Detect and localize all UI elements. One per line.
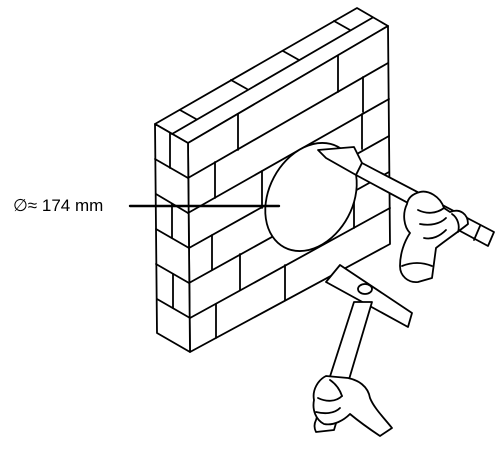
diameter-dimension-label: ∅≈ 174 mm: [13, 196, 104, 215]
hand-icon: [312, 375, 393, 437]
hand-icon: [399, 190, 469, 283]
circular-hole-outline-icon: [264, 142, 358, 252]
